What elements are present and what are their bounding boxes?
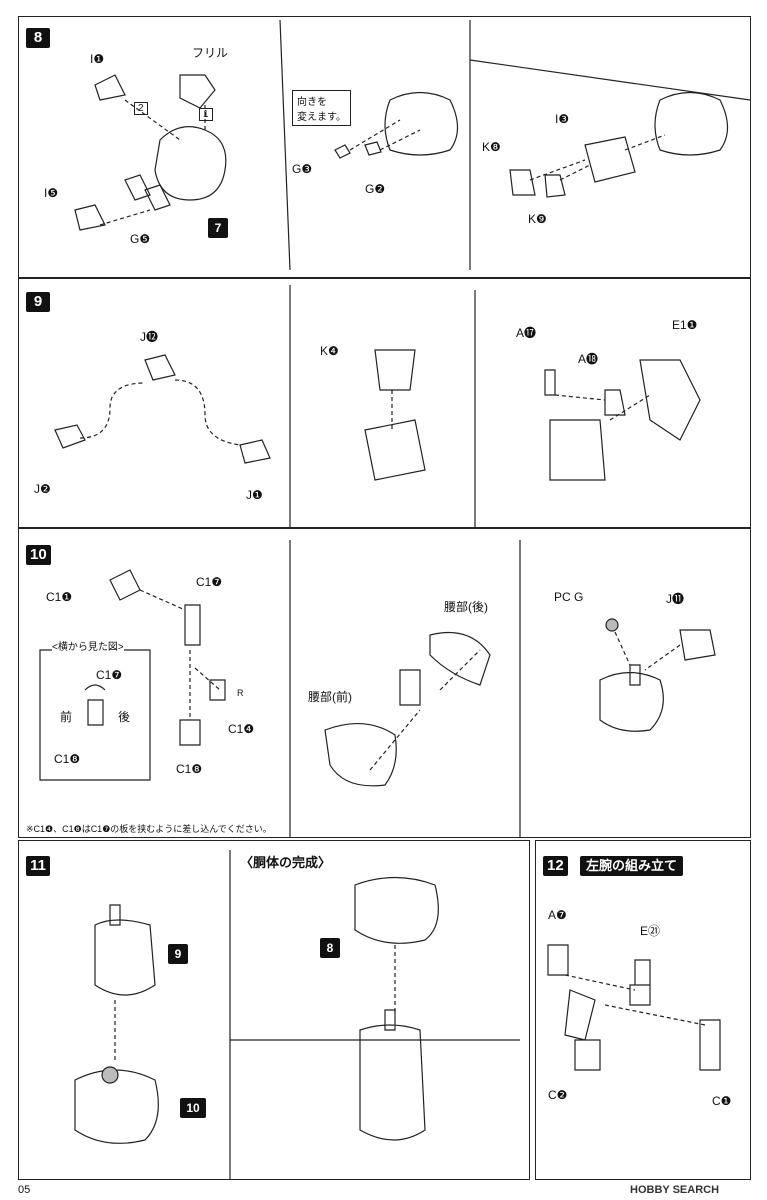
part-label: C1❶ <box>46 590 73 604</box>
part-label: C1❽ <box>176 762 203 776</box>
part-label: C❷ <box>548 1088 568 1102</box>
step-9-number: 9 <box>26 292 50 312</box>
part-label: J❷ <box>34 482 51 496</box>
step-10-panel <box>18 528 751 838</box>
part-label: J⓫ <box>666 592 685 606</box>
callout-part-10: 10 <box>180 1098 206 1118</box>
part-label: G❷ <box>365 182 386 196</box>
part-label: I❶ <box>90 52 105 66</box>
side-view-front: 前 <box>60 710 73 724</box>
side-view-c8: C1❽ <box>54 752 81 766</box>
part-label: K❹ <box>320 344 339 358</box>
step-12-panel <box>535 840 751 1180</box>
callout-part-9: 9 <box>168 944 188 964</box>
callout-part-7: 7 <box>208 218 228 238</box>
part-label: J⓬ <box>140 330 159 344</box>
part-label: C1❼ <box>196 575 223 589</box>
part-label: G❸ <box>292 162 313 176</box>
part-label: C1❹ <box>228 722 255 736</box>
step-11-number: 11 <box>26 856 50 876</box>
part-label: PC G <box>554 590 584 604</box>
page-number: 05 <box>18 1184 31 1196</box>
part-label: I❺ <box>44 186 59 200</box>
part-label: G❺ <box>130 232 151 246</box>
part-label: A⓲ <box>578 352 599 366</box>
side-view-c7: C1❼ <box>96 668 123 682</box>
sequence-marker-1: 1 <box>199 108 213 121</box>
part-label: K❾ <box>528 212 547 226</box>
mark-r: R <box>237 688 244 698</box>
part-label: A❼ <box>548 908 567 922</box>
side-view-back: 後 <box>118 710 131 724</box>
step-9-panel <box>18 278 751 528</box>
step-10-number: 10 <box>26 545 51 565</box>
sequence-marker-2: 2 <box>134 102 148 115</box>
part-label: E1❶ <box>672 318 698 332</box>
part-label: A⓱ <box>516 326 537 340</box>
step-8-number: 8 <box>26 28 50 48</box>
part-label: J❶ <box>246 488 263 502</box>
part-label: E㉑ <box>640 924 661 938</box>
part-label-frill: フリル <box>192 46 229 60</box>
part-label-waist-rear: 腰部(後) <box>444 600 488 614</box>
step-11-panel <box>18 840 530 1180</box>
orientation-note: 向きを 変えます。 <box>292 90 351 126</box>
hobby-search-logo: HOBBY SEARCH <box>630 1184 720 1196</box>
step-12-number: 12 <box>543 856 568 876</box>
side-view-title: <横から見た図> <box>52 638 124 653</box>
footnote: ※C1❹、C1❽はC1❼の板を挟むように差し込んでください。 <box>26 824 272 834</box>
part-label: C❶ <box>712 1094 732 1108</box>
step-8-panel <box>18 16 751 278</box>
part-label: I❸ <box>555 112 570 126</box>
callout-part-8: 8 <box>320 938 340 958</box>
completion-title: 〈胴体の完成〉 <box>240 855 332 870</box>
step-12-title: 左腕の組み立て <box>580 856 684 876</box>
part-label: K❽ <box>482 140 501 154</box>
part-label-waist-front: 腰部(前) <box>308 690 352 704</box>
